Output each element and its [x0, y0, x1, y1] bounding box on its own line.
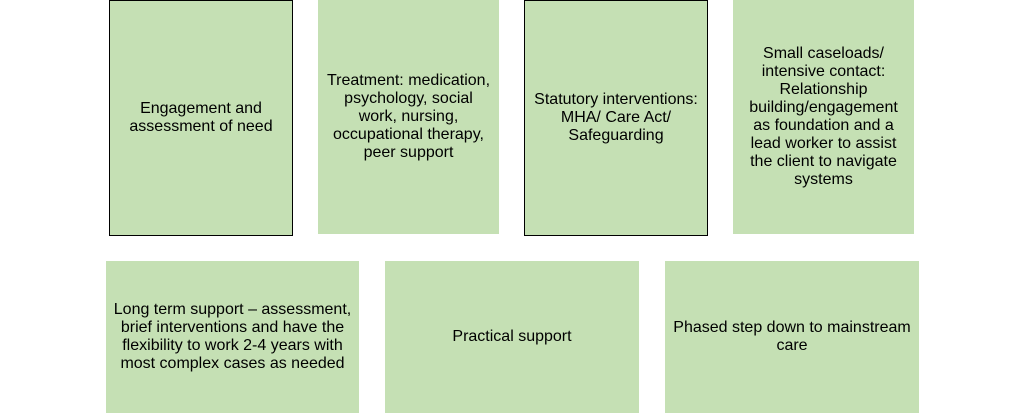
- statutory-interventions-box: Statutory interventions: MHA/ Care Act/ …: [524, 0, 708, 236]
- phased-step-down-box: Phased step down to mainstream care: [665, 261, 919, 413]
- statutory-interventions-text: Statutory interventions: MHA/ Care Act/ …: [534, 91, 698, 144]
- small-caseloads-box: Small caseloads/ intensive contact: Rela…: [733, 0, 914, 234]
- treatment-box: Treatment: medication, psychology, socia…: [318, 0, 499, 234]
- long-term-support-text: Long term support – assessment, brief in…: [113, 301, 352, 372]
- treatment-text: Treatment: medication, psychology, socia…: [326, 72, 491, 161]
- practical-support-text: Practical support: [452, 328, 572, 345]
- engagement-text: Engagement and assessment of need: [129, 100, 273, 135]
- phased-step-down-text: Phased step down to mainstream care: [673, 319, 911, 354]
- practical-support-box: Practical support: [385, 261, 639, 413]
- long-term-support-box: Long term support – assessment, brief in…: [106, 261, 359, 413]
- small-caseloads-text: Small caseloads/ intensive contact: Rela…: [749, 45, 898, 188]
- engagement-box: Engagement and assessment of need: [109, 0, 293, 236]
